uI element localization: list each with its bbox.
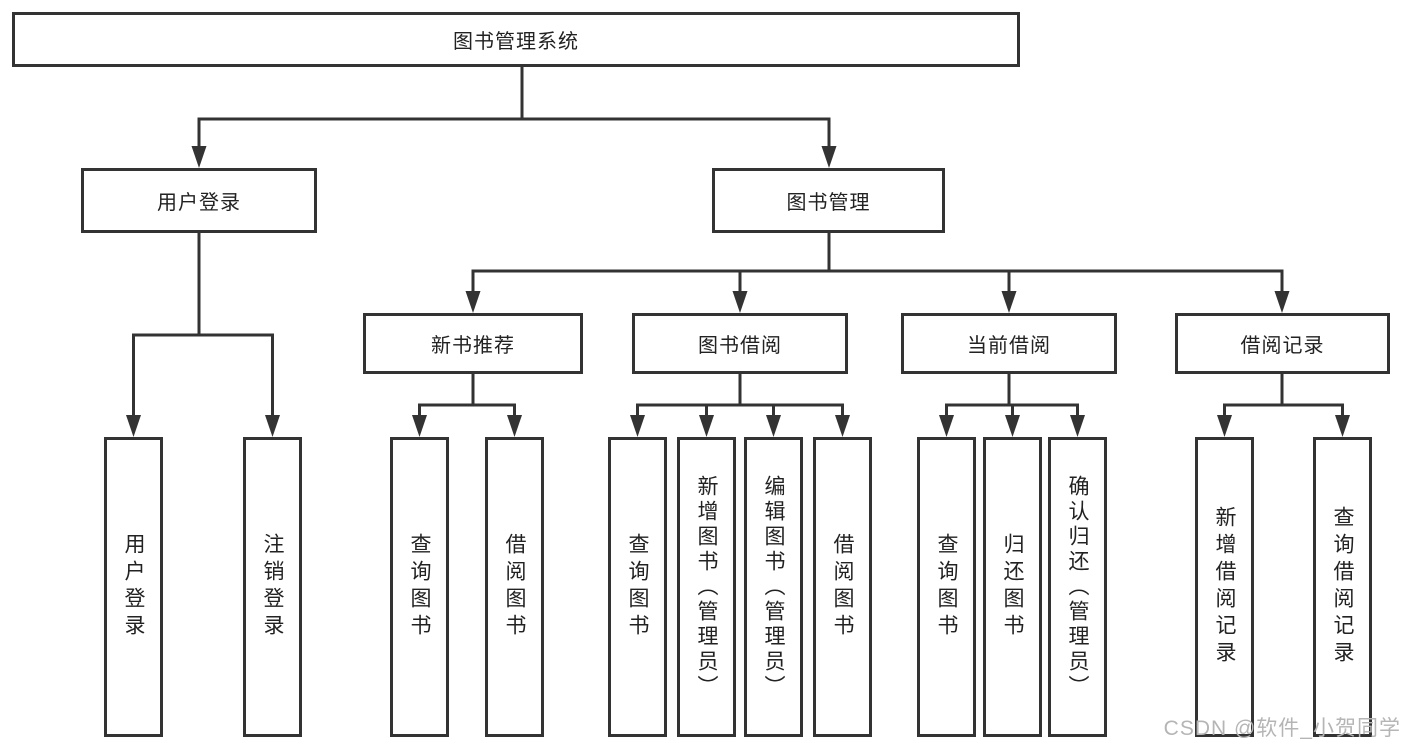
node-new-book-recommendation: 新书推荐 <box>363 313 583 374</box>
node-current-borrowing: 当前借阅 <box>901 313 1117 374</box>
arrowheads-borrowing-records <box>1217 415 1350 437</box>
arrowheads-new-book <box>412 415 522 437</box>
node-library-system: 图书管理系统 <box>12 12 1020 67</box>
arrowheads-current-borrowing <box>939 415 1085 437</box>
connector-borrowing-records <box>1223 374 1344 418</box>
node-book-management: 图书管理 <box>712 168 945 233</box>
node-borrow-books-borrowing: 借阅图书 <box>813 437 872 737</box>
connector-book-borrowing <box>636 374 844 418</box>
node-edit-books-admin: 编辑图书（管理员） <box>744 437 803 737</box>
node-query-borrow-record: 查询借阅记录 <box>1313 437 1372 737</box>
node-user-login-group: 用户登录 <box>81 168 317 233</box>
node-borrow-books-recommend: 借阅图书 <box>485 437 544 737</box>
node-query-books-current: 查询图书 <box>917 437 976 737</box>
arrowheads-root <box>191 146 837 168</box>
node-add-books-admin: 新增图书（管理员） <box>677 437 736 737</box>
node-borrowing-records: 借阅记录 <box>1175 313 1390 374</box>
node-book-borrowing: 图书借阅 <box>632 313 848 374</box>
node-query-books-recommend: 查询图书 <box>390 437 449 737</box>
connector-new-book <box>418 374 516 418</box>
node-user-login: 用户登录 <box>104 437 163 737</box>
connector-current-borrowing <box>945 374 1079 418</box>
arrowheads-book-borrowing <box>630 415 850 437</box>
node-return-books: 归还图书 <box>983 437 1042 737</box>
node-query-books-borrowing: 查询图书 <box>608 437 667 737</box>
node-add-borrow-record: 新增借阅记录 <box>1195 437 1254 737</box>
connector-book-management <box>471 233 1284 294</box>
arrowheads-user-login <box>126 415 280 437</box>
node-logout: 注销登录 <box>243 437 302 737</box>
connector-root <box>197 67 831 150</box>
connector-user-login <box>132 233 274 418</box>
watermark: CSDN @软件_小贺同学 <box>1163 717 1401 740</box>
node-confirm-return-admin: 确认归还（管理员） <box>1048 437 1107 737</box>
arrowheads-book-management <box>465 291 1290 313</box>
